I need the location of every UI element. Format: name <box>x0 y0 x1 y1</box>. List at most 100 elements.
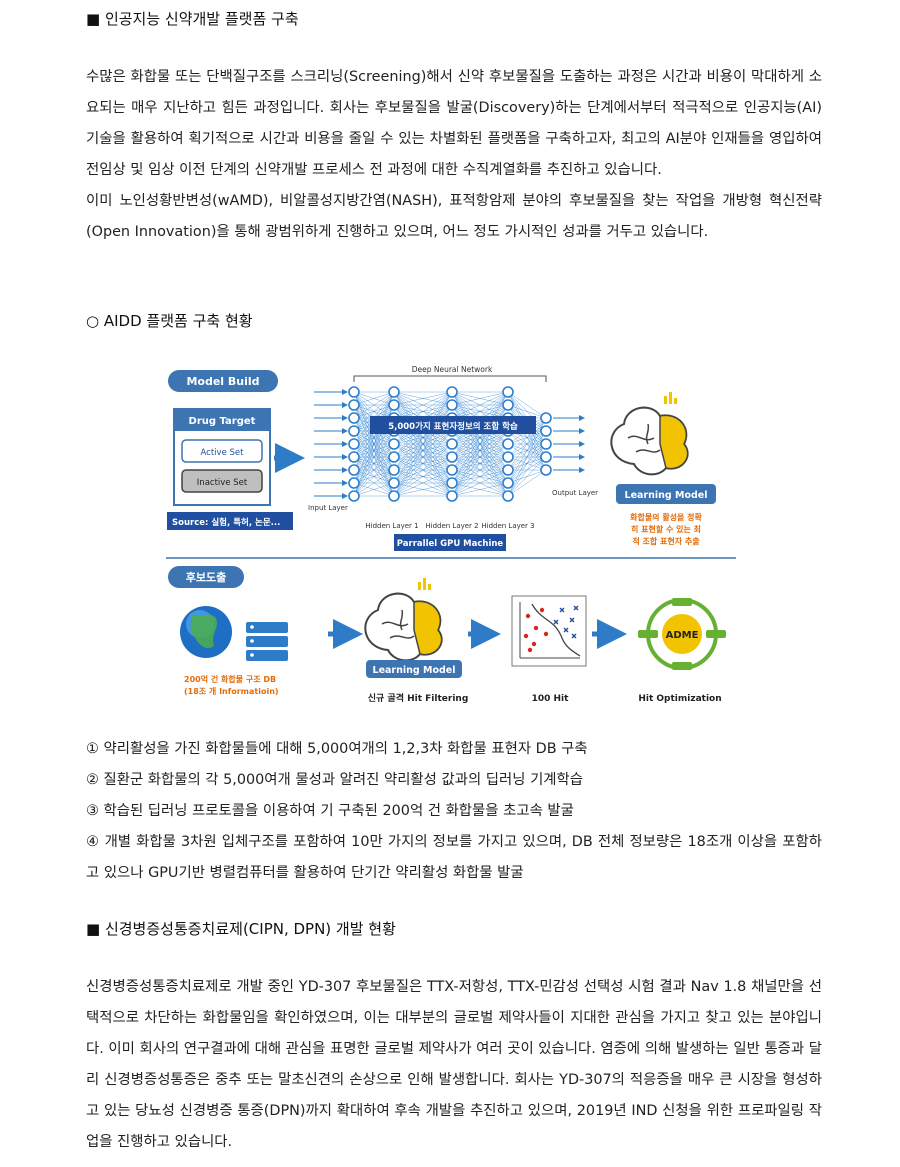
learning-desc-line-1: 화합물의 활성을 정확 <box>630 512 702 522</box>
network-node <box>446 464 458 476</box>
hit-100-label: 100 Hit <box>532 694 570 704</box>
hidden3-label: Hidden Layer 3 <box>481 522 534 530</box>
network-edge <box>393 391 453 419</box>
network-edge <box>393 391 453 497</box>
network-edge <box>393 430 453 497</box>
network-node <box>348 386 360 398</box>
network-edge <box>451 443 509 497</box>
network-node <box>540 425 552 437</box>
network-node <box>388 399 400 411</box>
network-edge <box>507 417 547 497</box>
network-node <box>446 490 458 502</box>
network-edge <box>393 391 453 406</box>
network-edge <box>353 430 395 497</box>
network-edge <box>393 391 453 484</box>
network-edge <box>451 391 509 406</box>
network-node <box>446 386 458 398</box>
hidden2-label: Hidden Layer 2 <box>425 522 478 530</box>
learning-model-label: Learning Model <box>625 490 708 501</box>
feature-label: 5,000가지 표현자정보의 조합 학습 <box>388 421 518 432</box>
network-node <box>348 477 360 489</box>
network-edge <box>353 482 395 497</box>
network-node <box>348 412 360 424</box>
network-node <box>446 438 458 450</box>
network-edge <box>451 391 509 484</box>
network-node <box>388 464 400 476</box>
network-edge <box>353 469 395 497</box>
network-node <box>502 477 514 489</box>
section2-heading: ■ 신경병증성통증치료제(CIPN, DPN) 개발 현황 <box>86 920 396 938</box>
network-node <box>446 451 458 463</box>
model-build-pill <box>168 370 278 392</box>
scatter-points <box>523 607 549 653</box>
network-node <box>540 438 552 450</box>
network-edge <box>451 469 509 497</box>
active-set-box <box>181 439 263 463</box>
network-node <box>348 464 360 476</box>
scatter-box <box>511 595 587 667</box>
section2-paragraph-1: 신경병증성통증치료제로 개발 중인 YD-307 후보물질은 TTX-저항성, … <box>86 979 822 1150</box>
feature-label-box <box>370 416 536 434</box>
network-node <box>540 464 552 476</box>
dnn-label: Deep Neural Network <box>412 365 493 374</box>
network-edge <box>507 430 547 497</box>
network-edge <box>507 443 547 497</box>
learning-model-pill-2 <box>366 660 462 678</box>
candidate-label: 후보도출 <box>186 570 226 584</box>
network-node <box>502 464 514 476</box>
network-node <box>388 477 400 489</box>
neural-network <box>314 386 585 502</box>
network-node <box>502 451 514 463</box>
adme-icon: ADME <box>638 598 726 670</box>
network-node <box>388 386 400 398</box>
aidd-list-item-4: ④ 개별 화합물 3차원 입체구조를 포함하여 10만 가지의 정보를 가지고 … <box>86 834 822 881</box>
gpu-box <box>394 534 506 551</box>
network-node <box>446 477 458 489</box>
network-node <box>502 386 514 398</box>
network-edge <box>507 391 547 419</box>
hidden1-label: Hidden Layer 1 <box>365 522 418 530</box>
network-edge <box>353 391 395 419</box>
drug-target-label: Drug Target <box>189 416 256 427</box>
network-node <box>446 399 458 411</box>
network-node <box>502 490 514 502</box>
network-node <box>348 438 360 450</box>
network-edge <box>353 391 395 432</box>
aidd-list-item-3: ③ 학습된 딥러닝 프로토콜을 이용하여 기 구축된 200억 건 화합물을 초… <box>86 803 574 819</box>
adme-label: ADME <box>666 630 699 641</box>
input-layer-label: Input Layer <box>308 504 348 512</box>
inactive-set-box <box>181 469 263 493</box>
active-set-label: Active Set <box>201 448 245 458</box>
drug-target-header <box>174 409 270 431</box>
candidate-pill <box>168 566 244 588</box>
scatter-crosses <box>553 605 579 639</box>
network-edge <box>393 469 453 497</box>
aidd-heading: ○ AIDD 플랫폼 구축 현황 <box>86 312 253 330</box>
network-node <box>388 490 400 502</box>
network-edge <box>451 456 509 497</box>
aidd-platform-diagram: Model Build Drug Target Active Set Inact… <box>166 365 736 704</box>
network-edge <box>353 456 395 497</box>
learning-model-label-2: Learning Model <box>373 665 456 676</box>
section1-heading: ■ 인공지능 신약개발 플랫폼 구축 <box>86 10 299 28</box>
network-edge <box>353 391 395 484</box>
network-node <box>502 438 514 450</box>
network-node <box>502 399 514 411</box>
network-node <box>388 438 400 450</box>
network-edge <box>451 482 509 497</box>
network-node <box>388 451 400 463</box>
network-edge <box>393 482 453 497</box>
network-edge <box>353 391 395 497</box>
inactive-set-label: Inactive Set <box>197 478 248 488</box>
network-edge <box>507 404 547 419</box>
brain-icon <box>610 392 689 476</box>
network-edge <box>393 456 453 497</box>
source-label: Source: 실험, 특허, 논문... <box>172 517 280 528</box>
network-edge <box>353 443 395 497</box>
model-build-label: Model Build <box>186 375 259 388</box>
network-edge <box>451 391 509 419</box>
network-edge <box>393 443 453 497</box>
output-layer-label: Output Layer <box>552 489 598 497</box>
dnn-bracket <box>353 375 547 382</box>
hit-opt-label: Hit Optimization <box>638 694 721 704</box>
